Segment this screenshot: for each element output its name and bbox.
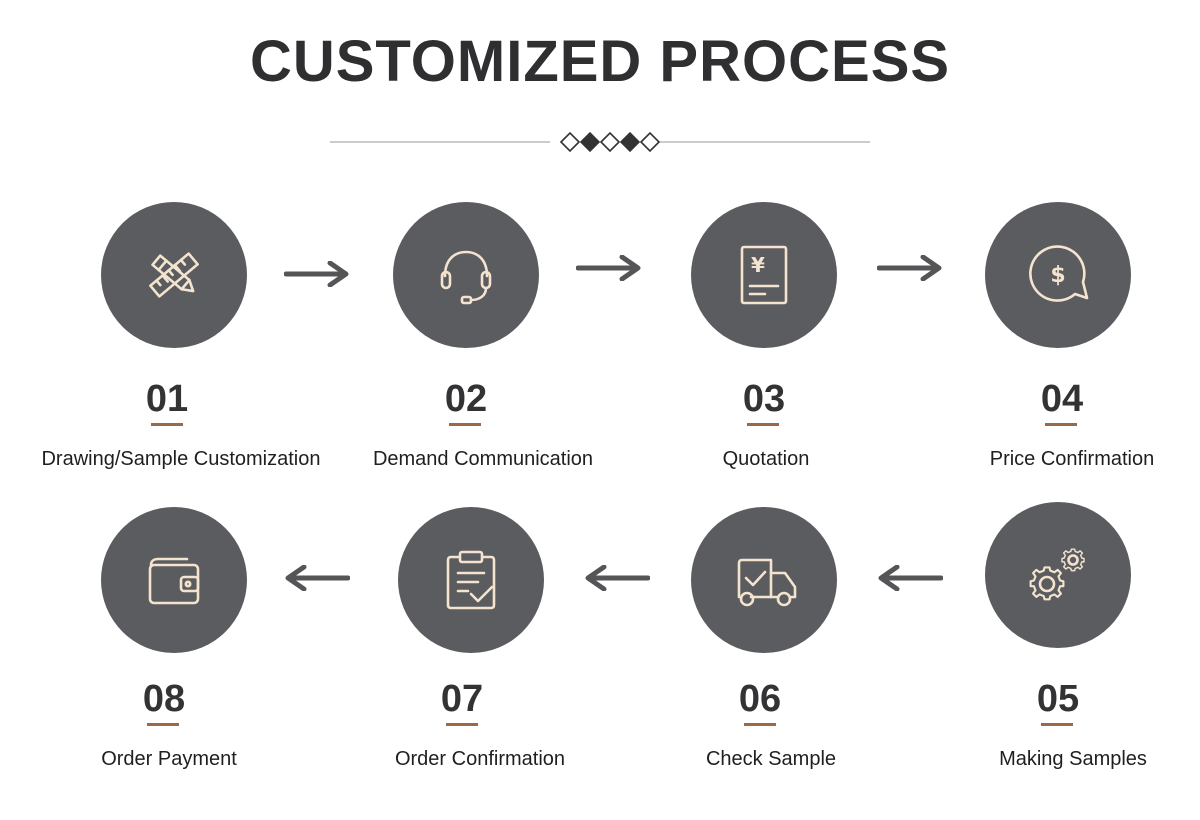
step-02-label: Demand Communication — [372, 448, 594, 470]
step-02-underline — [449, 423, 481, 426]
step-08-number: 08 — [142, 678, 186, 720]
step-02-circle — [393, 202, 539, 348]
step-08-underline — [147, 723, 179, 726]
arrow-left-3 — [878, 565, 943, 591]
gears-icon — [1029, 548, 1085, 601]
arrow-right-1 — [284, 261, 349, 287]
headset-icon — [440, 250, 492, 305]
step-08-label: Order Payment — [101, 748, 237, 770]
step-03-circle: ¥ — [691, 202, 837, 348]
step-06-number: 06 — [738, 678, 782, 720]
svg-text:$: $ — [1050, 263, 1065, 288]
step-04-underline — [1045, 423, 1077, 426]
step-02-number: 02 — [444, 378, 488, 420]
step-06-underline — [744, 723, 776, 726]
arrow-right-2 — [576, 255, 641, 281]
step-01-label: Drawing/Sample Customization — [41, 448, 321, 470]
dollar-chat-icon: $ — [1029, 245, 1089, 302]
step-07-circle — [398, 507, 544, 653]
step-06-circle — [691, 507, 837, 653]
step-05-number: 05 — [1036, 678, 1080, 720]
step-04-circle: $ — [985, 202, 1131, 348]
step-03-underline — [747, 423, 779, 426]
step-07-label: Order Confirmation — [394, 748, 566, 770]
clipboard-check-icon — [446, 550, 496, 610]
arrow-left-1 — [285, 565, 350, 591]
diamond-divider — [330, 131, 870, 153]
page-title: CUSTOMIZED PROCESS — [249, 29, 951, 94]
step-03-number: 03 — [742, 378, 786, 420]
wallet-icon — [148, 557, 200, 605]
step-05-label: Making Samples — [999, 748, 1147, 770]
yen-invoice-icon: ¥ — [740, 245, 788, 305]
step-07-number: 07 — [440, 678, 484, 720]
step-05-underline — [1041, 723, 1073, 726]
step-03-label: Quotation — [722, 448, 810, 470]
step-05-circle — [985, 502, 1131, 648]
step-08-circle — [101, 507, 247, 653]
delivery-truck-icon — [737, 558, 797, 607]
step-06-label: Check Sample — [705, 748, 837, 770]
arrow-right-3 — [877, 255, 942, 281]
step-01-number: 01 — [145, 378, 189, 420]
step-04-number: 04 — [1040, 378, 1084, 420]
step-01-circle — [101, 202, 247, 348]
svg-text:¥: ¥ — [751, 253, 765, 277]
step-04-label: Price Confirmation — [989, 448, 1155, 470]
step-07-underline — [446, 723, 478, 726]
arrow-left-2 — [585, 565, 650, 591]
pencil-ruler-icon — [149, 252, 199, 298]
step-01-underline — [151, 423, 183, 426]
